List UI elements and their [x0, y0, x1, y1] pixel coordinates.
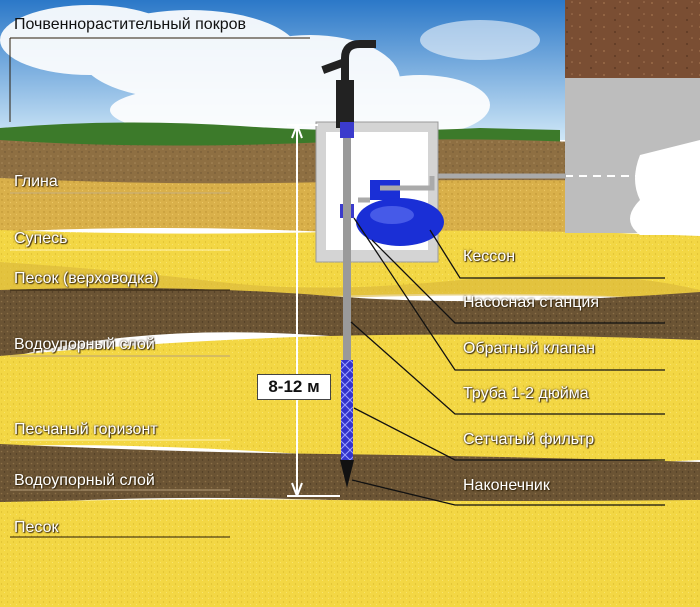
layer-label-sand-horizon: Песчаный горизонт — [14, 421, 158, 439]
layer-label-sandy-loam: Супесь — [14, 230, 67, 248]
layer-label-topsoil: Почвенно­растительный покров — [14, 16, 246, 34]
house-brick-wall — [565, 0, 700, 78]
layer-sand — [0, 499, 700, 607]
house-foundation — [565, 0, 700, 235]
mesh-filter — [341, 360, 353, 460]
component-label-pipe: Труба 1-2 дюйма — [463, 385, 589, 403]
layer-label-clay: Глина — [14, 173, 58, 191]
component-label-mesh-filter: Сетчатый фильтр — [463, 431, 594, 449]
well-pipe — [343, 138, 351, 360]
component-label-caisson: Кессон — [463, 248, 515, 266]
layer-label-sand: Песок — [14, 519, 58, 537]
layer-label-aquiclude-2: Водоупорный слой — [14, 472, 155, 490]
wellhead — [340, 122, 354, 138]
component-label-pump-station: Насосная станция — [463, 294, 599, 312]
component-label-check-valve: Обратный клапан — [463, 340, 595, 358]
layer-label-perched-sand: Песок (верховодка) — [14, 270, 159, 288]
depth-label: 8-12 м — [257, 374, 331, 400]
layer-label-aquiclude-1: Водоупорный слой — [14, 336, 155, 354]
component-label-tip: Наконечник — [463, 477, 550, 495]
